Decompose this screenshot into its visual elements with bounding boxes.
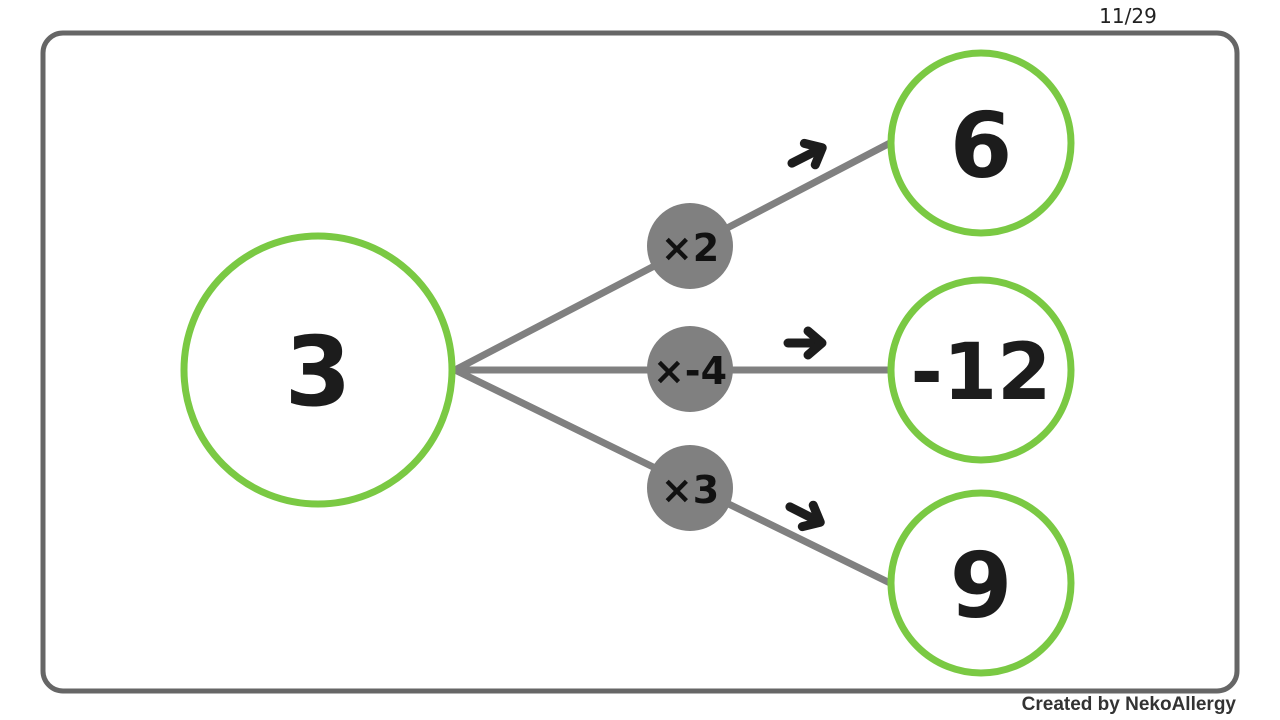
operator-label: ×2 xyxy=(661,226,719,270)
result-node-1: 6 xyxy=(887,49,1075,237)
operator-bubble-3: ×3 xyxy=(647,445,733,531)
credit-text: Created by NekoAllergy xyxy=(1021,694,1236,715)
operator-bubble-circle xyxy=(647,203,733,289)
slide-frame xyxy=(40,30,1240,694)
result-node-value: 6 xyxy=(950,94,1013,199)
result-node-2: -12 xyxy=(887,276,1075,464)
operator-label: ×-4 xyxy=(653,349,727,393)
operator-bubble-1: ×2 xyxy=(647,203,733,289)
operator-label: ×3 xyxy=(661,468,719,512)
operator-bubble-circle xyxy=(647,445,733,531)
page-counter: 11/29 xyxy=(1099,4,1157,28)
result-node-ring xyxy=(887,489,1075,677)
source-node: 3 xyxy=(180,232,456,508)
result-node-value: 9 xyxy=(950,534,1013,639)
source-node-value: 3 xyxy=(285,316,352,428)
operator-bubble-2: ×-4 xyxy=(647,326,733,412)
arrow-right-icon xyxy=(783,326,827,360)
arrow-right-icon xyxy=(785,500,825,532)
operator-bubble-circle xyxy=(647,326,733,412)
source-node-ring xyxy=(180,232,456,508)
result-node-3: 9 xyxy=(887,489,1075,677)
arrow-right-icon xyxy=(787,138,827,170)
result-node-value: -12 xyxy=(911,328,1052,418)
result-node-ring xyxy=(887,49,1075,237)
result-node-ring xyxy=(887,276,1075,464)
